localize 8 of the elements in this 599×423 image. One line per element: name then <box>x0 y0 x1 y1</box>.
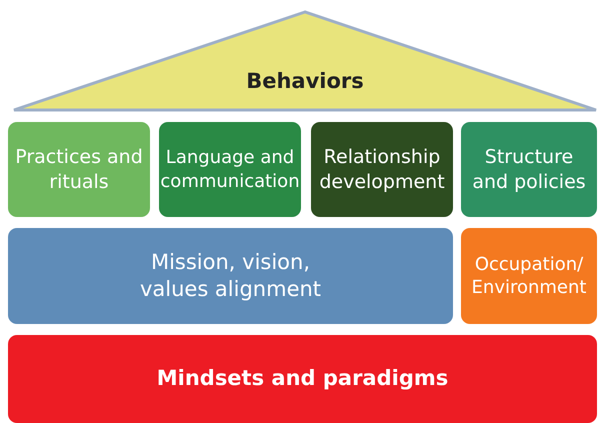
pillar-box: Relationship development <box>311 122 453 217</box>
pillar-box: Language and communication <box>159 122 301 217</box>
pillar-box: Structure and policies <box>461 122 597 217</box>
base-box: Mindsets and paradigms <box>8 335 597 423</box>
side-box: Occupation/ Environment <box>461 228 597 324</box>
roof-label: Behaviors <box>246 68 364 95</box>
foundation-box: Mission, vision, values alignment <box>8 228 453 324</box>
pillar-box: Practices and rituals <box>8 122 150 217</box>
